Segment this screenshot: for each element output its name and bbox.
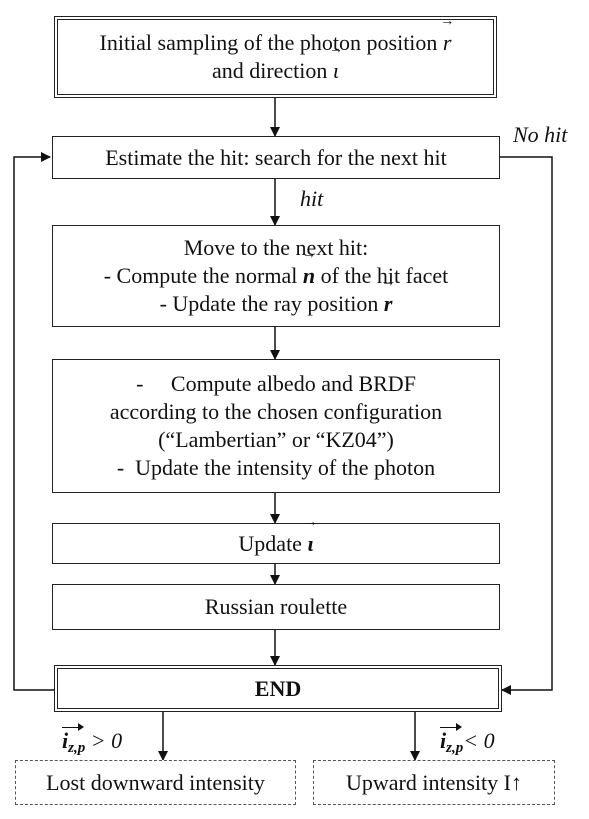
condition-op: > 0 bbox=[85, 728, 123, 753]
estimate-text: Estimate the hit: search for the next hi… bbox=[105, 144, 447, 170]
arrow-loop-end-to-estimate bbox=[13, 152, 54, 691]
start-text-1: Initial sampling of the photon position bbox=[99, 30, 438, 55]
var-i: ι bbox=[332, 58, 340, 83]
var-n: n bbox=[302, 263, 316, 288]
move-line1: Move to the next hit: bbox=[183, 235, 369, 260]
move-line3: - Update the ray position →r bbox=[53, 276, 499, 318]
var-i: i bbox=[440, 728, 447, 753]
albedo-line1: - Compute albedo and BRDF bbox=[136, 371, 416, 396]
condition-right-label: iz,p< 0 bbox=[440, 722, 495, 761]
end-box: END bbox=[54, 665, 502, 712]
estimate-box: Estimate the hit: search for the next hi… bbox=[52, 136, 500, 179]
end-text: END bbox=[254, 675, 302, 701]
vector-n-symbol: →n bbox=[302, 248, 316, 290]
start-line2: and direction →ι bbox=[211, 43, 343, 85]
albedo-box: - Compute albedo and BRDF according to t… bbox=[52, 359, 500, 493]
roulette-text: Russian roulette bbox=[204, 594, 348, 619]
vector-r-symbol: →r bbox=[381, 276, 395, 318]
condition-op: < 0 bbox=[463, 728, 495, 753]
vector-r-symbol: →r bbox=[440, 15, 454, 57]
vector-arrow-glyph: → bbox=[381, 275, 396, 290]
var-i: ι bbox=[307, 530, 314, 556]
roulette-box: Russian roulette bbox=[52, 584, 500, 630]
vector-arrow-glyph: → bbox=[440, 14, 455, 29]
lost-downward-box: Lost downward intensity bbox=[15, 760, 296, 805]
no-hit-label: No hit bbox=[513, 122, 568, 147]
move-line3-pre: - Update the ray position bbox=[159, 291, 379, 316]
subscript-zp: z,p bbox=[446, 740, 464, 756]
upward-intensity-box: Upward intensity I↑ bbox=[313, 760, 555, 805]
hit-label: hit bbox=[300, 186, 324, 211]
move-line2: - Compute the normal →n of the hit facet bbox=[53, 248, 499, 290]
upward-text: Upward intensity I↑ bbox=[346, 769, 522, 795]
vector-i-symbol: →ι bbox=[304, 515, 318, 558]
vector-arrow-glyph: → bbox=[328, 42, 343, 57]
var-i: i bbox=[62, 728, 69, 753]
move-line2-pre: - Compute the normal bbox=[103, 263, 298, 288]
var-r: r bbox=[383, 291, 393, 316]
vector-arrow-glyph: → bbox=[302, 247, 316, 262]
albedo-line2: according to the chosen configuration bbox=[109, 399, 443, 424]
vector-i-symbol: →ι bbox=[329, 43, 343, 85]
albedo-line3: (“Lambertian” or “KZ04”) bbox=[158, 427, 394, 452]
move-line2-post: of the hit facet bbox=[320, 263, 449, 288]
start-box: Initial sampling of the photon position … bbox=[54, 15, 497, 98]
start-line1: Initial sampling of the photon position … bbox=[99, 15, 455, 57]
subscript-zp: z,p bbox=[68, 740, 86, 756]
vector-arrow-glyph: → bbox=[303, 514, 318, 530]
lost-text: Lost downward intensity bbox=[46, 769, 265, 795]
update-line: Update →ι bbox=[238, 515, 318, 558]
update-text: Update bbox=[238, 530, 302, 556]
update-direction-box: Update →ι bbox=[52, 515, 500, 564]
var-r: r bbox=[442, 30, 452, 55]
condition-left-label: iz,p > 0 bbox=[62, 722, 122, 761]
vector-i-zp-symbol: iz,p bbox=[440, 722, 463, 761]
albedo-line4: - Update the intensity of the photon bbox=[116, 455, 436, 480]
start-text-2: and direction bbox=[211, 58, 328, 83]
move-box: Move to the next hit: - Compute the norm… bbox=[52, 225, 500, 327]
vector-i-zp-symbol: iz,p bbox=[62, 722, 85, 761]
arrow-no-hit-to-end bbox=[500, 156, 553, 695]
